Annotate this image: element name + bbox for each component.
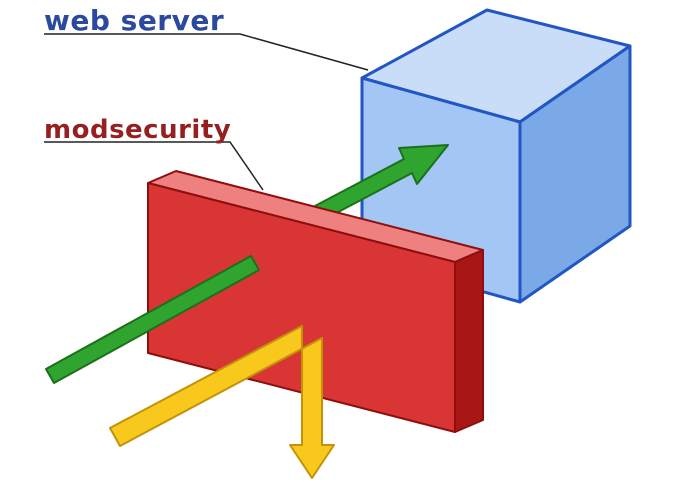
web-server-callout-line — [44, 33, 369, 71]
allowed-traffic-arrow-entry-segment — [45, 255, 260, 384]
web-server-label: web server — [44, 4, 224, 37]
blocked-traffic-arrow — [109, 325, 335, 479]
modsecurity-callout-line — [44, 141, 264, 191]
wall-right-face — [454, 249, 484, 433]
modsecurity-label: modsecurity — [44, 115, 231, 145]
